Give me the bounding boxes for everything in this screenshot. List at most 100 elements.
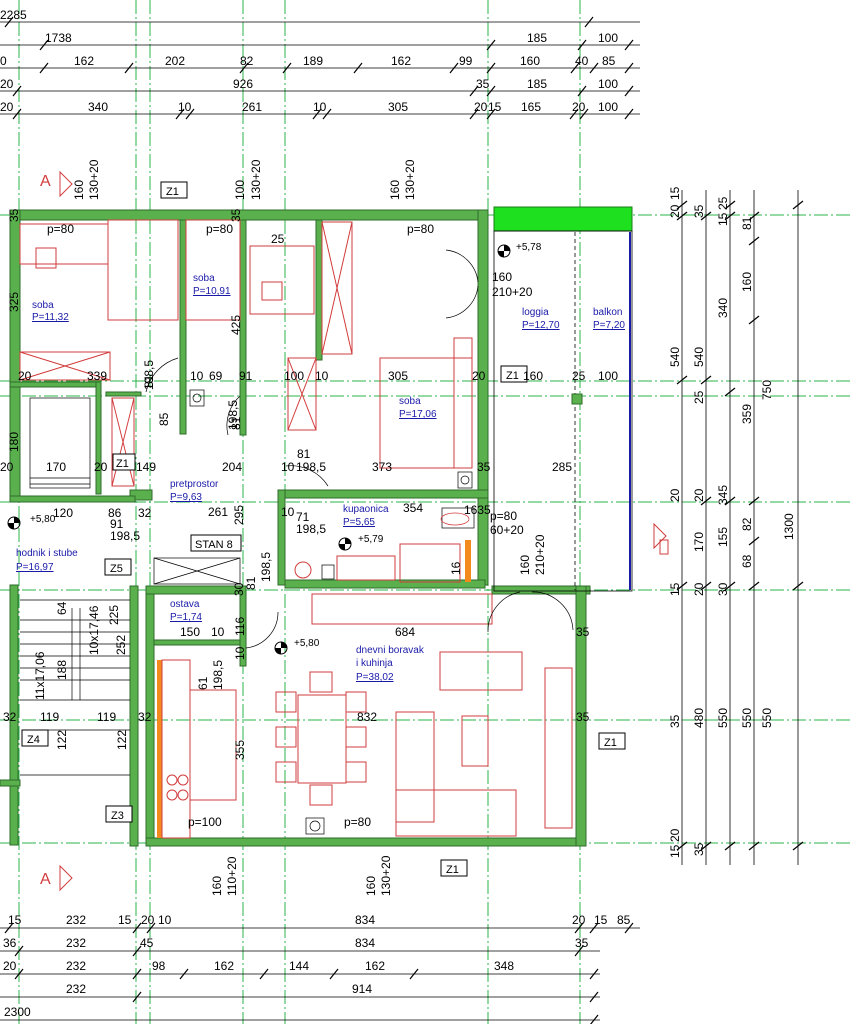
idim-20-b: 20 [472, 369, 486, 383]
right-dim-c1-4: 15 [668, 582, 682, 596]
bot-dim-r1-8: 85 [617, 913, 631, 927]
level-marks: +5,78 +5,79 +5,80 +5,80 [7, 242, 542, 655]
top-dim-r5-7: 15 [488, 100, 502, 114]
idim-130-b: 130+20 [249, 159, 263, 200]
idim-60: 60+20 [490, 523, 524, 537]
idim-20-c: 20 [94, 460, 108, 474]
idim-684: 684 [395, 625, 415, 639]
idim-120: 120 [53, 506, 73, 520]
bot-dim-r3-2: 98 [152, 959, 166, 973]
idim-10-c: 10 [281, 460, 295, 474]
idim-10-d: 10 [281, 505, 295, 519]
idim-86: 86 [108, 506, 122, 520]
idim-stairs4: 225 [107, 605, 121, 625]
tag-z3: Z3 [111, 810, 124, 822]
room-area-6: P=5,65 [343, 517, 375, 528]
stairs [20, 397, 130, 776]
idim-81-b: 81 [229, 416, 243, 430]
top-dim-r2-0: 1738 [45, 31, 72, 45]
top-dim-r5-4: 10 [313, 100, 327, 114]
top-dimension-texts: 2285 1738 185 100 0 162 202 82 189 162 9… [0, 8, 618, 114]
right-dim-c4-5: 550 [740, 708, 754, 728]
idim-25: 25 [572, 369, 586, 383]
top-dim-r2-2: 100 [598, 31, 618, 45]
room-name-4: balkon [593, 307, 622, 318]
idim-110: 110+20 [225, 856, 239, 896]
tag-z1-top: Z1 [166, 186, 179, 198]
bot-dim-r2-1: 232 [66, 936, 86, 950]
orange-strip-kitchen [157, 660, 162, 838]
idim-373: 373 [372, 460, 392, 474]
idim-10-e: 10 [211, 625, 225, 639]
right-dim-c3-2: 340 [716, 298, 730, 318]
idim-130-a: 130+20 [87, 159, 101, 200]
bot-dim-r3-6: 348 [494, 959, 514, 973]
right-dim-c4-1: 160 [740, 272, 754, 292]
right-dim-c4-3: 82 [740, 517, 754, 531]
right-dimension-lines [676, 190, 804, 865]
room-labels: soba P=11,32 soba P=10,91 soba P=17,06 l… [16, 273, 625, 683]
idim-180: 180 [7, 432, 21, 452]
right-dimension-texts: 20 15 540 20 15 35 15 20 35 540 25 20 17… [668, 186, 796, 858]
section-marker-bottom: A [40, 871, 51, 888]
interior-dimensions: p=80 p=80 p=80 p=100 p=80 160 130+20 100… [0, 159, 618, 896]
section-markers: A A [40, 170, 669, 892]
right-dim-c3-1: 15 [716, 212, 730, 226]
tag-z1-loggia: Z1 [506, 370, 519, 382]
room-area-4: P=7,20 [593, 320, 625, 331]
loggia-planter [493, 206, 633, 232]
bot-dim-r3-1: 232 [66, 959, 86, 973]
idim-32-a: 32 [138, 506, 152, 520]
right-dim-c2-6: 480 [692, 708, 706, 728]
bot-dim-r2-2: 45 [140, 936, 154, 950]
top-dim-r4-2: 35 [476, 77, 490, 91]
idim-61: 61 [196, 676, 210, 690]
top-dim-r3-1: 162 [74, 54, 94, 68]
top-dim-r3-3: 82 [240, 54, 254, 68]
idim-160-a: 160 [72, 180, 86, 200]
idim-1985-d: 198,5 [110, 529, 140, 543]
right-dim-c1-6: 15 [668, 844, 682, 858]
idim-p80-d: p=80 [344, 815, 371, 829]
room-name-2: soba [399, 396, 421, 407]
level-mark-3: +5,80 [294, 638, 320, 649]
top-dim-r5-3: 261 [242, 100, 262, 114]
top-dim-r1-0: 2285 [0, 8, 27, 22]
idim-1985-b: 198,5 [226, 400, 240, 430]
idim-35-c: 35 [229, 208, 243, 222]
top-dim-r3-4: 189 [303, 54, 323, 68]
room-area-1: P=10,91 [193, 286, 231, 297]
idim-119-b: 119 [97, 710, 116, 724]
top-dim-r5-8: 165 [521, 100, 541, 114]
idim-25-b: 25 [271, 232, 285, 246]
bot-dim-r1-3: 20 [141, 913, 155, 927]
idim-355: 355 [233, 740, 247, 760]
right-dim-c2-1: 540 [692, 347, 706, 367]
idim-10-b: 10 [315, 369, 329, 383]
top-dim-r5-10: 100 [598, 100, 618, 114]
furniture [19, 219, 573, 839]
top-dim-r4-1: 926 [233, 77, 253, 91]
tag-z5: Z5 [110, 563, 123, 575]
idim-160-g: 160 [364, 876, 378, 896]
idim-100-a: 100 [233, 180, 247, 200]
idim-261: 261 [208, 505, 228, 519]
tag-z1-bottom: Z1 [446, 864, 459, 876]
idim-160-f: 160 [210, 876, 224, 896]
room-area-3: P=12,70 [522, 320, 560, 331]
idim-35-b: 35 [7, 208, 21, 222]
idim-204: 204 [222, 460, 242, 474]
idim-20-d: 20 [0, 460, 14, 474]
room-area-0: P=11,32 [32, 312, 69, 323]
idim-832: 832 [357, 710, 377, 724]
idim-119-a: 119 [40, 710, 59, 724]
idim-160-b: 160 [388, 180, 402, 200]
idim-285: 285 [552, 460, 572, 474]
idim-85: 85 [157, 412, 171, 426]
idim-295: 295 [232, 505, 246, 525]
room-area-8: P=1,74 [170, 612, 202, 623]
room-area-2: P=17,06 [399, 409, 437, 420]
right-dim-c2-4: 170 [692, 532, 706, 552]
